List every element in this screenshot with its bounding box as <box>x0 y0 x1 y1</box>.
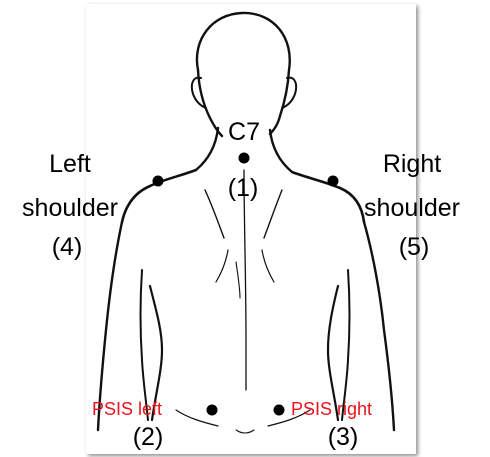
label-left-shoulder-line1: Left <box>49 152 91 177</box>
scapula-left <box>205 190 224 238</box>
head-left-jaw <box>198 70 222 136</box>
left-arm-inner <box>141 270 149 420</box>
marker-left-shoulder <box>153 176 164 187</box>
back-muscle-center <box>236 262 240 298</box>
label-psis-right: PSIS right <box>291 400 372 418</box>
lower-back-mid <box>236 430 254 433</box>
marker-psis-right <box>274 405 285 416</box>
neck-right <box>270 130 292 172</box>
label-psis-right-number: (3) <box>328 425 359 450</box>
label-right-shoulder-line1: Right <box>383 152 441 177</box>
label-right-shoulder-line2: shoulder <box>364 196 460 221</box>
scapula-right <box>264 190 282 238</box>
label-right-shoulder-number: (5) <box>399 235 430 260</box>
spine-line <box>244 170 246 390</box>
label-psis-left: PSIS left <box>92 400 162 418</box>
label-left-shoulder-number: (4) <box>52 235 83 260</box>
label-c7-number: (1) <box>228 176 259 201</box>
marker-right-shoulder <box>328 176 339 187</box>
label-psis-left-number: (2) <box>133 425 164 450</box>
marker-psis-left <box>207 405 218 416</box>
right-arm-inner <box>342 270 350 420</box>
label-c7: C7 <box>228 120 260 145</box>
marker-c7 <box>239 153 250 164</box>
head-outline <box>197 13 290 134</box>
back-muscle-right <box>262 250 274 282</box>
back-muscle-left <box>216 250 228 282</box>
label-left-shoulder-line2: shoulder <box>22 196 118 221</box>
neck-left <box>196 128 218 170</box>
